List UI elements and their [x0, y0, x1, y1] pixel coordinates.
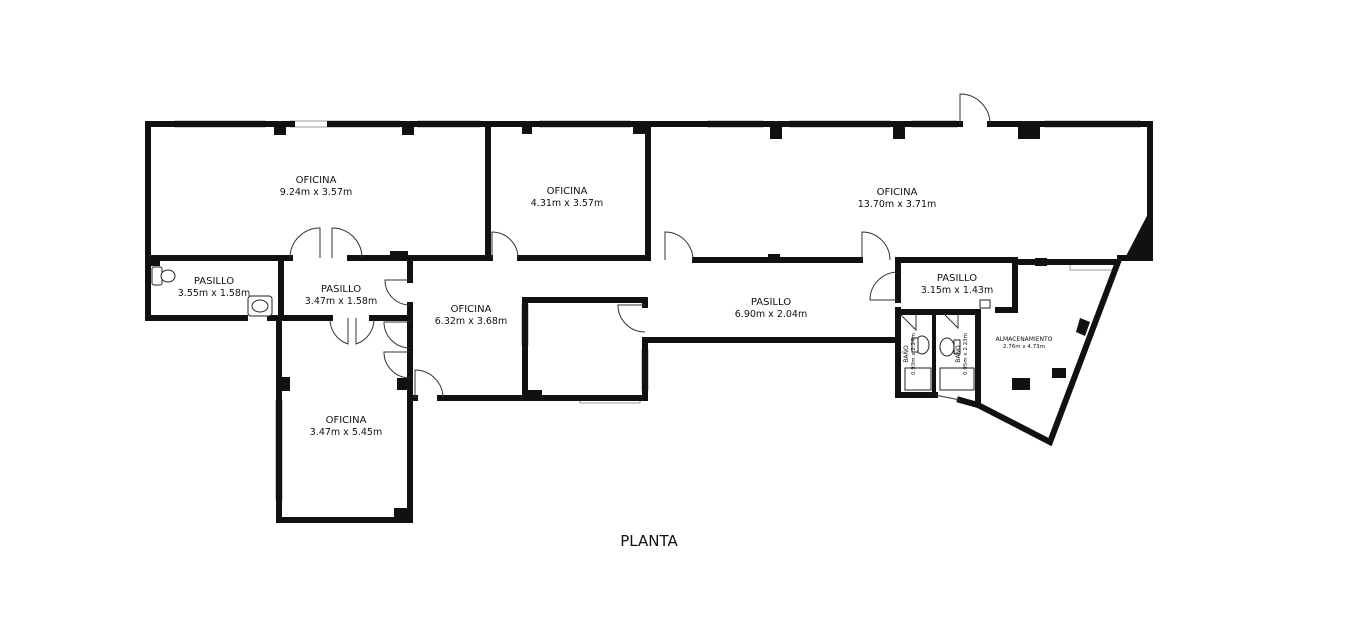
- room-office-1: OFICINA 9.24m x 3.57m: [280, 175, 352, 198]
- room-name: PASILLO: [937, 273, 977, 284]
- room-name: ALMACENAMIENTO: [996, 336, 1053, 343]
- room-office-4: OFICINA 6.32m x 3.68m: [435, 304, 507, 327]
- walls: [145, 121, 1153, 523]
- room-office-3: OFICINA 13.70m x 3.71m: [858, 187, 937, 210]
- room-dims: 6.90m x 2.04m: [735, 309, 807, 320]
- room-dims: 0.93m x 2.24m: [911, 333, 917, 375]
- room-dims: 3.55m x 1.58m: [178, 288, 250, 299]
- room-name: OFICINA: [877, 187, 918, 198]
- room-corridor-3: PASILLO 6.90m x 2.04m: [735, 297, 807, 320]
- room-name: OFICINA: [547, 186, 588, 197]
- room-name: PASILLO: [194, 276, 234, 287]
- room-dims: 3.47m x 1.58m: [305, 296, 377, 307]
- room-dims: 9.24m x 3.57m: [280, 187, 352, 198]
- room-office-5: OFICINA 3.47m x 5.45m: [310, 415, 382, 438]
- room-dims: 2.76m x 4.73m: [1003, 344, 1045, 350]
- room-labels: OFICINA 9.24m x 3.57m OFICINA 4.31m x 3.…: [178, 175, 1053, 438]
- room-name: OFICINA: [296, 175, 337, 186]
- doors: [289, 93, 991, 401]
- room-bathroom-2: BAÑO 0.95m x 2.23m: [955, 333, 969, 375]
- room-corridor-4: PASILLO 3.15m x 1.43m: [921, 273, 993, 296]
- room-dims: 4.31m x 3.57m: [531, 198, 603, 209]
- fixtures: [151, 266, 991, 391]
- room-name: OFICINA: [451, 304, 492, 315]
- room-name: PASILLO: [321, 284, 361, 295]
- room-dims: 0.95m x 2.23m: [963, 333, 969, 375]
- room-corridor-2: PASILLO 3.47m x 1.58m: [305, 284, 377, 307]
- room-dims: 3.15m x 1.43m: [921, 285, 993, 296]
- room-storage: ALMACENAMIENTO 2.76m x 4.73m: [996, 336, 1053, 350]
- room-name: PASILLO: [751, 297, 791, 308]
- plan-title: PLANTA: [620, 532, 678, 550]
- room-bathroom-1: BAÑO 0.93m x 2.24m: [903, 333, 917, 375]
- room-name: BAÑO: [955, 345, 962, 363]
- room-dims: 6.32m x 3.68m: [435, 316, 507, 327]
- room-dims: 13.70m x 3.71m: [858, 199, 937, 210]
- room-name: BAÑO: [903, 345, 910, 363]
- room-name: OFICINA: [326, 415, 367, 426]
- room-corridor-1: PASILLO 3.55m x 1.58m: [178, 276, 250, 299]
- room-office-2: OFICINA 4.31m x 3.57m: [531, 186, 603, 209]
- room-dims: 3.47m x 5.45m: [310, 427, 382, 438]
- columns: [148, 124, 1150, 520]
